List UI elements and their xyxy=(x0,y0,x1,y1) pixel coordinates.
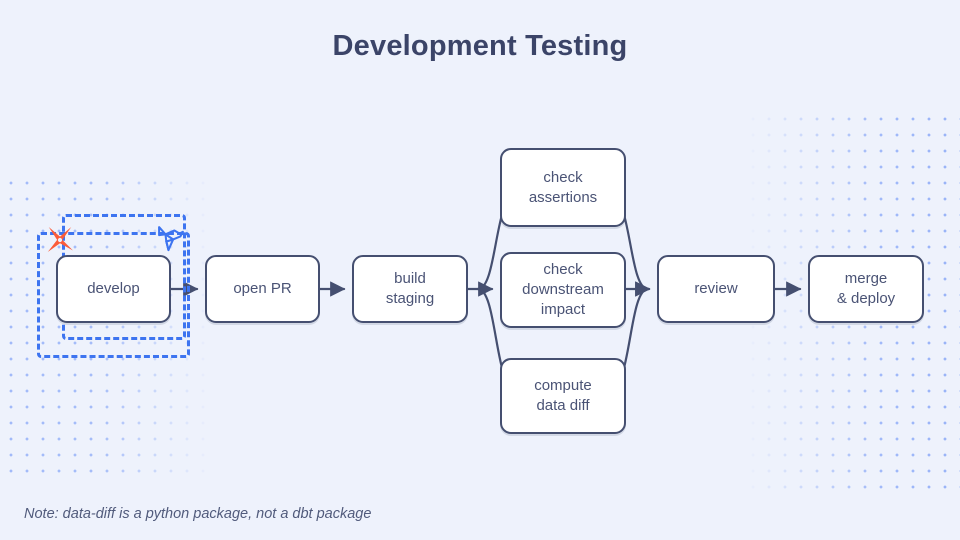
node-check-downstream-impact[interactable]: check downstream impact xyxy=(500,252,626,328)
dbt-logo-icon xyxy=(47,226,73,253)
node-open-pr[interactable]: open PR xyxy=(205,255,320,323)
node-build-staging[interactable]: build staging xyxy=(352,255,468,323)
footnote-note: Note: data-diff is a python package, not… xyxy=(24,506,372,522)
node-review[interactable]: review xyxy=(657,255,775,323)
page-title: Development Testing xyxy=(332,30,628,62)
node-develop[interactable]: develop xyxy=(56,255,171,323)
node-compute-data-diff[interactable]: compute data diff xyxy=(500,358,626,434)
datafold-scope-boundary xyxy=(37,232,190,358)
node-merge-and-deploy[interactable]: merge & deploy xyxy=(808,255,924,323)
datafold-origami-bird-icon xyxy=(158,226,184,252)
node-check-assertions[interactable]: check assertions xyxy=(500,148,626,227)
